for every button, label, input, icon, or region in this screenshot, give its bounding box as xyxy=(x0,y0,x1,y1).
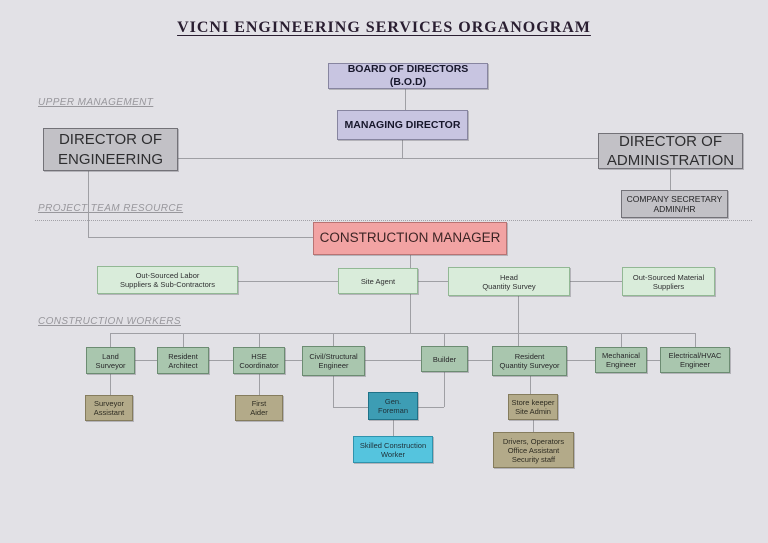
node-site-agent: Site Agent xyxy=(338,268,418,294)
connector-line xyxy=(135,360,157,361)
connector-line xyxy=(410,255,411,333)
connector-line xyxy=(88,237,313,238)
node-outsourced-material: Out-Sourced Material Suppliers xyxy=(622,267,715,296)
connector-line xyxy=(110,374,111,395)
connector-line xyxy=(405,89,406,111)
node-civil-structural-engineer: Civil/Structural Engineer xyxy=(302,346,365,376)
node-builder: Builder xyxy=(421,346,468,372)
connector-line xyxy=(209,360,233,361)
connector-line xyxy=(402,140,403,158)
section-divider-dotted-line xyxy=(35,220,752,221)
node-director-engineering: DIRECTOR OF ENGINEERING xyxy=(43,128,178,171)
connector-line xyxy=(695,333,696,347)
connector-line xyxy=(468,360,492,361)
connector-line xyxy=(178,158,598,159)
node-store-keeper: Store keeper Site Admin xyxy=(508,394,558,420)
node-construction-manager: CONSTRUCTION MANAGER xyxy=(313,222,507,255)
node-surveyor-assistant: Surveyor Assistant xyxy=(85,395,133,421)
connector-line xyxy=(444,333,445,346)
section-label-upper-management: UPPER MANAGEMENT xyxy=(38,97,154,108)
connector-line xyxy=(444,372,445,407)
connector-line xyxy=(238,281,622,282)
connector-line xyxy=(110,333,695,334)
connector-line xyxy=(670,169,671,190)
connector-line xyxy=(533,420,534,432)
connector-line xyxy=(333,407,368,408)
node-resident-architect: Resident Architect xyxy=(157,347,209,374)
connector-line xyxy=(647,360,660,361)
connector-line xyxy=(567,360,595,361)
diagram-title: VICNI ENGINEERING SERVICES ORGANOGRAM xyxy=(177,19,591,36)
node-land-surveyor: Land Surveyor xyxy=(86,347,135,374)
node-skilled-construction-worker: Skilled Construction Worker xyxy=(353,436,433,463)
node-hse-coordinator: HSE Coordinator xyxy=(233,347,285,374)
node-mechanical-engineer: Mechanical Engineer xyxy=(595,347,647,373)
node-gen-foreman: Gen. Foreman xyxy=(368,392,418,420)
node-managing-director: MANAGING DIRECTOR xyxy=(337,110,468,140)
connector-line xyxy=(259,333,260,347)
node-electrical-hvac-engineer: Electrical/HVAC Engineer xyxy=(660,347,730,373)
connector-line xyxy=(110,333,111,347)
connector-line xyxy=(393,420,394,436)
node-board-of-directors: BOARD OF DIRECTORS (B.O.D) xyxy=(328,63,488,89)
node-director-administration: DIRECTOR OF ADMINISTRATION xyxy=(598,133,743,169)
connector-line xyxy=(621,333,622,347)
section-label-construction-workers: CONSTRUCTION WORKERS xyxy=(38,316,181,327)
node-company-secretary: COMPANY SECRETARY ADMIN/HR xyxy=(621,190,728,218)
connector-line xyxy=(530,376,531,394)
section-label-project-team-resource: PROJECT TEAM RESOURCE xyxy=(38,203,184,214)
connector-line xyxy=(183,333,184,347)
connector-line xyxy=(518,296,519,348)
node-first-aider: First Aider xyxy=(235,395,283,421)
node-head-quantity-survey: Head Quantity Survey xyxy=(448,267,570,296)
connector-line xyxy=(333,376,334,407)
node-resident-quantity-surveyor: Resident Quantity Surveyor xyxy=(492,346,567,376)
connector-line xyxy=(259,374,260,395)
connector-line xyxy=(365,360,421,361)
connector-line xyxy=(333,333,334,346)
node-outsourced-labor: Out-Sourced Labor Suppliers & Sub-Contra… xyxy=(97,266,238,294)
connector-line xyxy=(285,360,302,361)
node-drivers-operators: Drivers, Operators Office Assistant Secu… xyxy=(493,432,574,468)
connector-line xyxy=(418,407,444,408)
connector-line xyxy=(88,171,89,237)
